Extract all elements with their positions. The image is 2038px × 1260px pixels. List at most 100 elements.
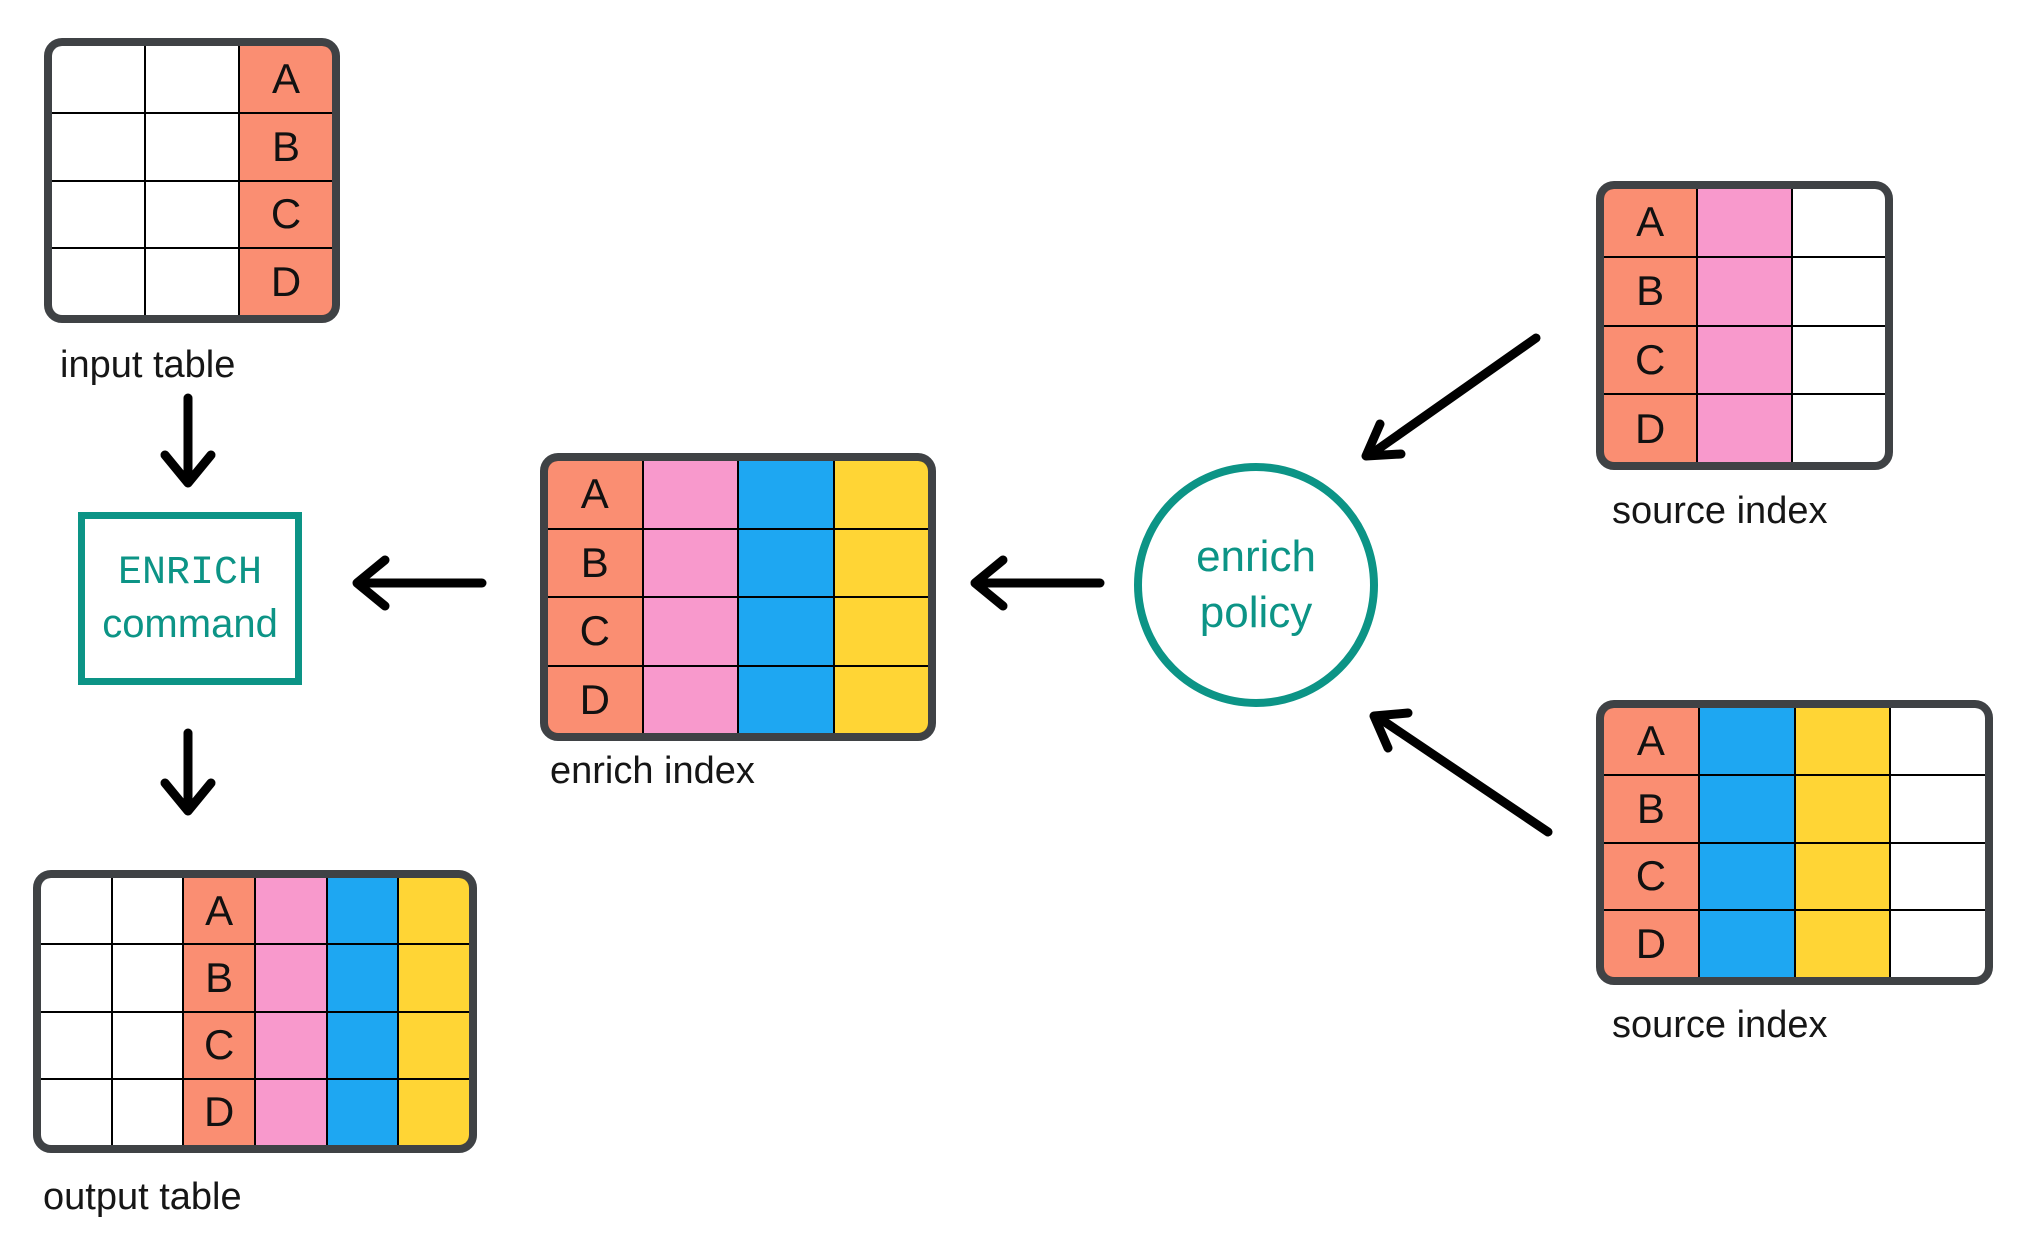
arrow-enrich-policy-to-enrich-index <box>970 555 1105 611</box>
table-cell: A <box>1604 708 1698 774</box>
arrow-head <box>1369 708 1413 753</box>
table-cell <box>399 878 469 944</box>
table-cell <box>1792 257 1885 325</box>
table-cell <box>41 878 111 944</box>
table-cell <box>146 181 238 248</box>
table-cell: C <box>184 1012 254 1078</box>
table-cell <box>1698 189 1791 256</box>
table-cell <box>52 113 144 180</box>
table-cell <box>1891 708 1985 774</box>
table-cell <box>146 249 238 315</box>
table-cell: A <box>1604 189 1697 256</box>
table-cell <box>112 1012 183 1078</box>
table-cell <box>399 1012 469 1078</box>
table-cell: D <box>548 666 642 733</box>
table-cell <box>1795 708 1890 774</box>
enrich-command-word: command <box>102 601 278 646</box>
enrich-index-label: enrich index <box>550 750 755 792</box>
table-cell <box>739 598 833 665</box>
input-table-label: input table <box>60 344 236 386</box>
table-cell <box>255 1079 326 1145</box>
table-cell <box>834 598 928 665</box>
table-cell: B <box>184 945 254 1011</box>
table-cell <box>643 529 737 596</box>
table-cell <box>739 461 833 528</box>
enrich-policy-line2: policy <box>1199 588 1313 637</box>
arrow-line <box>1369 333 1541 457</box>
table-cell <box>739 529 833 596</box>
enrich-policy-node: enrich policy <box>1134 463 1378 707</box>
table-cell <box>1891 843 1985 910</box>
table-cell: D <box>240 249 332 315</box>
arrow-enrich-command-to-output-table <box>160 728 216 816</box>
table-cell <box>1699 708 1794 774</box>
arrow-head <box>160 450 216 488</box>
table-cell <box>52 181 144 248</box>
table-cell <box>643 598 737 665</box>
table-cell <box>112 945 183 1011</box>
table-cell <box>112 1079 183 1145</box>
table-cell <box>834 461 928 528</box>
table-cell <box>1795 775 1890 842</box>
table-cell: C <box>548 598 642 665</box>
table-cell <box>1891 775 1985 842</box>
table-cell <box>1699 911 1794 977</box>
table-cell <box>1699 843 1794 910</box>
table-cell: A <box>184 878 254 944</box>
table-cell <box>1792 395 1885 462</box>
arrow-line <box>1377 715 1553 837</box>
arrow-input-table-to-enrich-command <box>160 393 216 488</box>
table-cell: B <box>548 529 642 596</box>
table-cell <box>1795 843 1890 910</box>
source-index-top-label: source index <box>1612 490 1828 532</box>
arrow-source-index-bottom-to-enrich-policy <box>1369 708 1553 837</box>
table-cell <box>399 945 469 1011</box>
table-cell <box>146 113 238 180</box>
arrow-head <box>1361 419 1406 461</box>
table-cell <box>1698 326 1791 394</box>
table-cell <box>41 1079 111 1145</box>
table-cell <box>255 945 326 1011</box>
table-cell <box>112 878 183 944</box>
table-cell: B <box>240 113 332 180</box>
arrow-head <box>970 555 1008 611</box>
enrich-command-node: ENRICH command <box>78 512 302 685</box>
output-table-label: output table <box>43 1176 242 1218</box>
table-cell: D <box>1604 911 1698 977</box>
table-cell: C <box>1604 326 1697 394</box>
table-cell <box>1792 189 1885 256</box>
table-cell: A <box>548 461 642 528</box>
table-cell <box>399 1079 469 1145</box>
arrow-head <box>160 778 216 816</box>
table-cell <box>1795 911 1890 977</box>
table-cell <box>739 666 833 733</box>
table-cell <box>41 945 111 1011</box>
table-cell <box>1792 326 1885 394</box>
table-cell <box>327 1079 398 1145</box>
table-cell: D <box>1604 395 1697 462</box>
table-cell <box>255 878 326 944</box>
table-cell: D <box>184 1079 254 1145</box>
table-cell <box>255 1012 326 1078</box>
table-cell <box>327 878 398 944</box>
table-cell <box>146 46 238 112</box>
arrow-enrich-index-to-enrich-command <box>352 555 487 611</box>
table-cell <box>327 1012 398 1078</box>
arrow-source-index-top-to-enrich-policy <box>1361 333 1541 461</box>
enrich-policy-line1: enrich <box>1196 532 1316 582</box>
table-cell: C <box>1604 843 1698 910</box>
table-cell <box>52 249 144 315</box>
table-cell: A <box>240 46 332 112</box>
table-cell <box>327 945 398 1011</box>
source-index-bottom-label: source index <box>1612 1004 1828 1046</box>
table-cell: C <box>240 181 332 248</box>
table-cell: B <box>1604 257 1697 325</box>
table-cell <box>1698 395 1791 462</box>
table-cell: B <box>1604 775 1698 842</box>
table-cell <box>834 529 928 596</box>
